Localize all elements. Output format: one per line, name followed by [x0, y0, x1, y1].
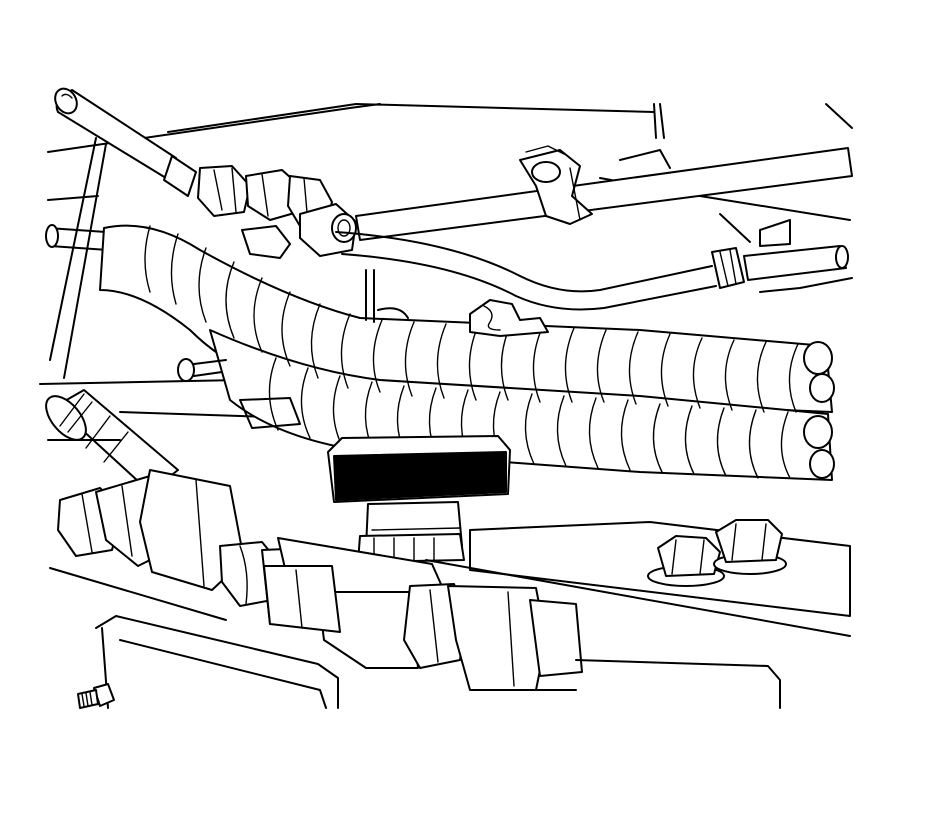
rear-fuel-line: [45, 224, 849, 311]
cover-plate: [49, 567, 781, 709]
mounting-bolts: [469, 519, 851, 617]
line-clip: [355, 145, 853, 241]
upper-fitting-nuts: [163, 155, 357, 259]
black-block: [327, 435, 511, 503]
upper-fuel-line: [49, 87, 177, 379]
small-screw: [77, 683, 115, 709]
lower-valve-body: [263, 501, 851, 691]
harness-clip: [177, 269, 549, 429]
